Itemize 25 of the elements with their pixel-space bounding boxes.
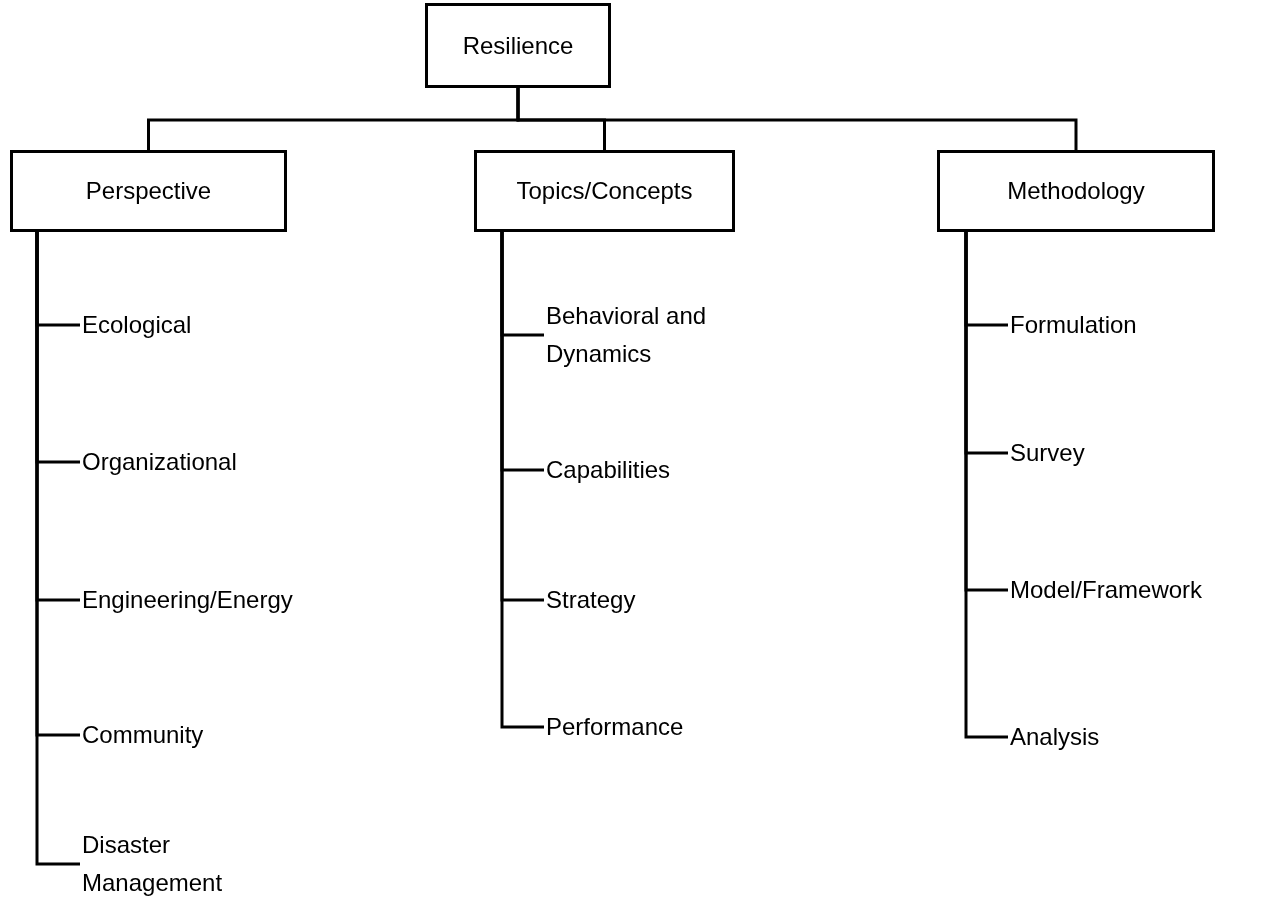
- leaf-label: Engineering/Energy: [80, 580, 350, 620]
- leaf-label: Formulation: [1008, 305, 1208, 345]
- leaf-label: Community: [80, 715, 280, 755]
- leaf-label: Survey: [1008, 433, 1208, 473]
- leaf-label: Organizational: [80, 442, 280, 482]
- leaf-label: Ecological: [80, 305, 280, 345]
- box-label: Resilience: [462, 30, 574, 61]
- leaf-label: Disaster Management: [80, 826, 270, 897]
- leaf-label: Behavioral and Dynamics: [544, 297, 754, 373]
- box-label: Topics/Concepts: [516, 176, 693, 206]
- connector-line: [964, 232, 1008, 739]
- leaf-label: Analysis: [1008, 717, 1208, 757]
- leaf-label: Strategy: [544, 580, 744, 620]
- connector-line: [516, 88, 1078, 150]
- leaf-label: Capabilities: [544, 450, 744, 490]
- connector-line: [500, 232, 544, 729]
- connector-line: [35, 232, 80, 866]
- leaf-label: Performance: [544, 707, 744, 747]
- category-box: [10, 150, 287, 232]
- category-box: [425, 3, 611, 88]
- box-label: Perspective: [85, 176, 212, 206]
- category-box: [474, 150, 735, 232]
- category-box: [937, 150, 1215, 232]
- leaf-label: Model/Framework: [1008, 570, 1263, 610]
- box-label: Methodology: [1007, 176, 1145, 206]
